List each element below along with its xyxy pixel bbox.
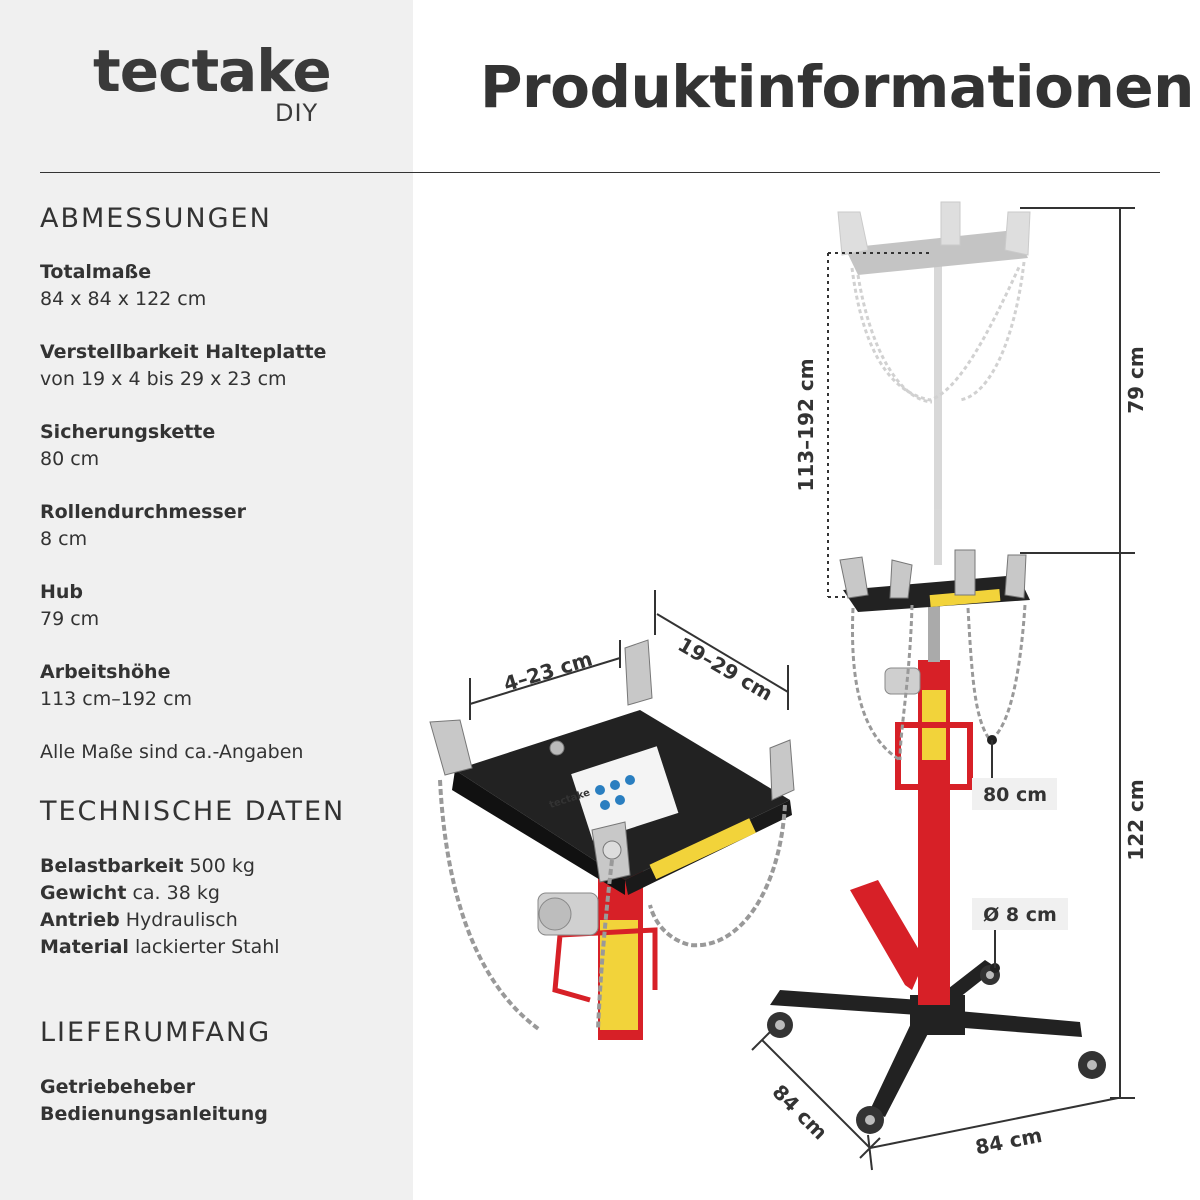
spec-value: 84 x 84 x 122 cm <box>40 288 207 310</box>
tech-spec-label: Gewicht <box>40 882 127 904</box>
spec-label: Verstellbarkeit Halteplatte <box>40 341 327 363</box>
tech-spec-label: Belastbarkeit <box>40 855 184 877</box>
base-width-label: 84 cm <box>973 1123 1044 1159</box>
header-divider <box>40 172 1160 173</box>
plate-detail: 4–23 cm 19–29 cm tectake <box>429 590 795 1040</box>
scope-item: Getriebeheber <box>40 1076 196 1098</box>
section-heading-technische-daten: TECHNISCHE DATEN <box>40 796 346 827</box>
transmission-jack <box>767 549 1106 1134</box>
tech-spec-value: lackierter Stahl <box>134 936 280 958</box>
spec-label: Sicherungskette <box>40 421 216 443</box>
page-title: Produktinformationen <box>480 53 1194 121</box>
spec-value: von 19 x 4 bis 29 x 23 cm <box>40 368 287 390</box>
tech-spec-label: Material <box>40 936 129 958</box>
wheel-callout: Ø 8 cm <box>972 898 1068 973</box>
plate-width-label: 4–23 cm <box>501 646 595 696</box>
section-heading-abmessungen: ABMESSUNGEN <box>40 203 272 234</box>
wheel-label: Ø 8 cm <box>983 904 1057 926</box>
tech-spec-label: Antrieb <box>40 909 120 931</box>
raised-plate-ghost <box>837 201 1031 565</box>
spec-value: 80 cm <box>40 448 100 470</box>
height-dimensions: 79 cm 122 cm <box>1020 207 1148 1099</box>
tech-spec-value: 500 kg <box>189 855 255 877</box>
tech-spec-value: Hydraulisch <box>125 909 238 931</box>
plate-depth-label: 19–29 cm <box>674 632 777 705</box>
spec-value: 113 cm–192 cm <box>40 688 193 710</box>
spec-label: Arbeitshöhe <box>40 661 171 683</box>
brand-logo: tectake <box>93 37 332 105</box>
base-depth-label: 84 cm <box>768 1080 833 1145</box>
sidebar <box>0 0 413 1200</box>
chain-callout: 80 cm <box>972 735 1057 810</box>
working-height-label: 113–192 cm <box>794 358 818 491</box>
tech-spec-row: Antrieb Hydraulisch <box>40 911 238 930</box>
scope-item: Bedienungsanleitung <box>40 1103 268 1125</box>
spec-label: Rollendurchmesser <box>40 501 246 523</box>
tech-spec-row: Belastbarkeit 500 kg <box>40 857 255 876</box>
spec-value: 79 cm <box>40 608 100 630</box>
working-height-dimension: 113–192 cm <box>794 252 935 598</box>
height-label: 122 cm <box>1124 779 1148 860</box>
tech-spec-row: Material lackierter Stahl <box>40 938 280 957</box>
base-dimensions: 84 cm 84 cm <box>751 1029 1119 1171</box>
chain-label: 80 cm <box>983 784 1047 806</box>
stroke-label: 79 cm <box>1124 346 1148 414</box>
dimensions-note: Alle Maße sind ca.-Angaben <box>40 741 304 763</box>
spec-label: Hub <box>40 581 84 603</box>
section-heading-lieferumfang: LIEFERUMFANG <box>40 1017 272 1048</box>
brand-sub: DIY <box>275 99 319 127</box>
tech-spec-row: Gewicht ca. 38 kg <box>40 884 220 903</box>
tech-spec-value: ca. 38 kg <box>132 882 220 904</box>
spec-value: 8 cm <box>40 528 88 550</box>
product-diagram: 113–192 cm 79 cm 122 cm <box>429 201 1148 1171</box>
spec-label: Totalmaße <box>40 261 152 283</box>
